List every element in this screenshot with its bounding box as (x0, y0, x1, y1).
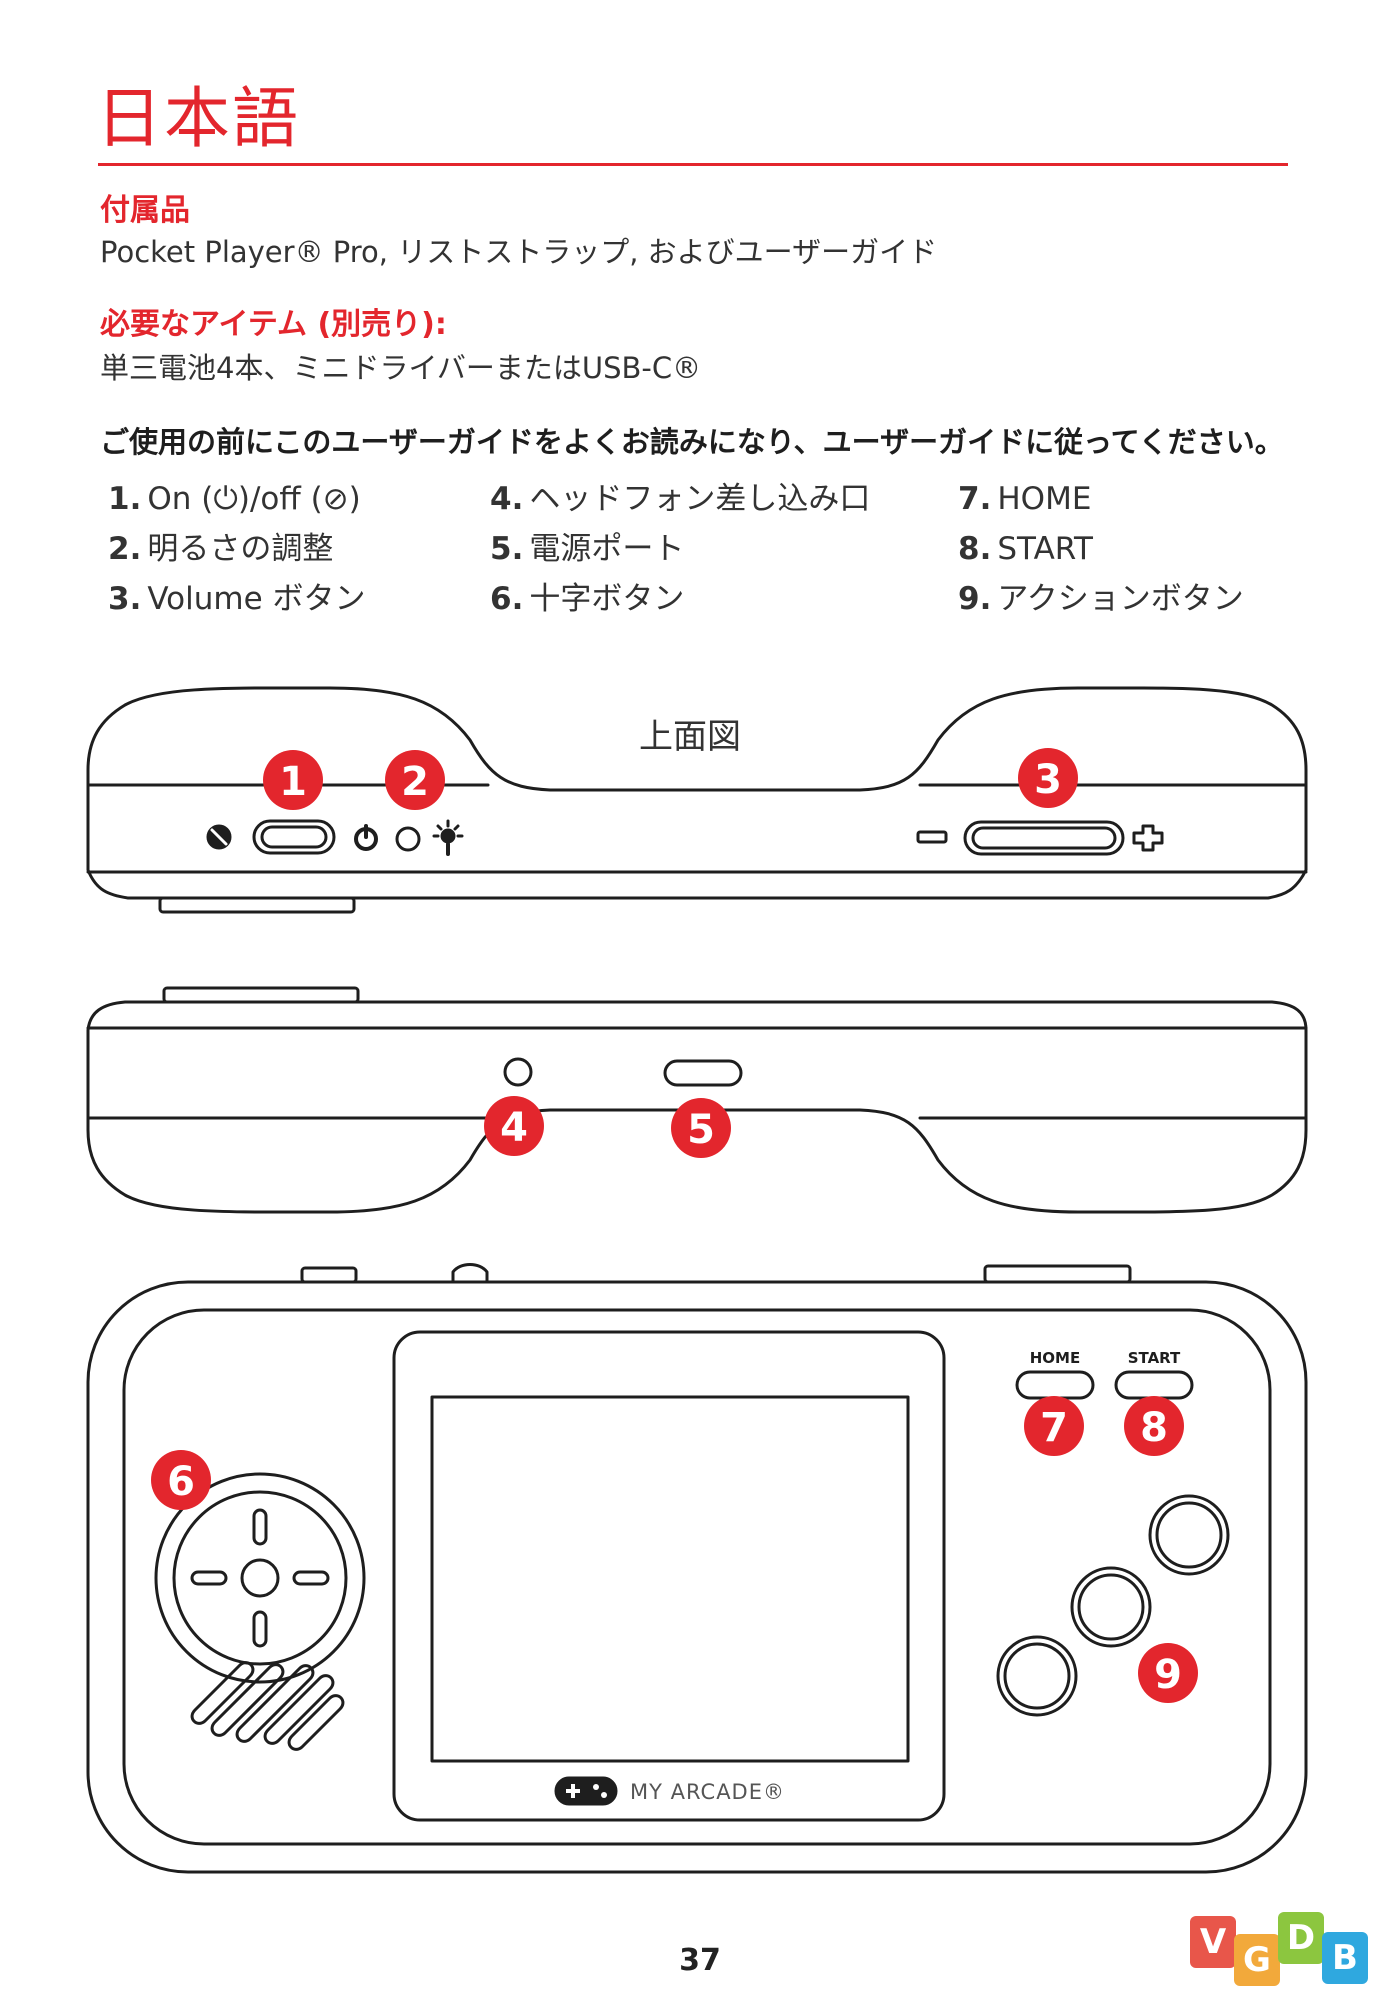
bottom-view-outline (86, 986, 1308, 1214)
volume-minus-icon (916, 830, 948, 844)
callout-3: 3 (1018, 748, 1078, 808)
brand-logo-text: MY ARCADE® (630, 1780, 785, 1804)
dpad (154, 1472, 366, 1684)
svg-text:2: 2 (401, 759, 429, 805)
top-view-label: 上面図 (639, 717, 741, 757)
volume-rocker (963, 820, 1125, 856)
logo-tile-d: D (1278, 1912, 1324, 1964)
svg-text:4: 4 (500, 1105, 528, 1151)
svg-text:6: 6 (167, 1459, 195, 1505)
page-number: 37 (679, 1943, 721, 1978)
usb-c-port (663, 1059, 743, 1087)
start-button (1114, 1370, 1194, 1400)
callout-5: 5 (671, 1098, 731, 1158)
power-switch (252, 819, 336, 855)
part-item-3: 3.Volume ボタン (108, 581, 366, 617)
part-item-1: 1.On (⏻)/off (⊘) (108, 481, 361, 517)
callout-1: 1 (263, 750, 323, 810)
vgdb-watermark-logo: V G D B (1190, 1910, 1390, 1990)
required-heading: 必要なアイテム (別売り): (100, 307, 447, 342)
home-button (1015, 1370, 1095, 1400)
callout-9: 9 (1138, 1643, 1198, 1703)
part-item-6: 6.十字ボタン (490, 581, 685, 617)
part-item-5: 5.電源ポート (490, 531, 685, 567)
power-icon (354, 824, 378, 851)
callout-2: 2 (385, 750, 445, 810)
svg-text:8: 8 (1140, 1405, 1168, 1451)
page-title: 日本語 (96, 80, 300, 157)
svg-text:7: 7 (1040, 1405, 1068, 1451)
logo-tile-g: G (1234, 1934, 1280, 1986)
part-item-8: 8.START (958, 531, 1093, 567)
title-divider (98, 163, 1288, 166)
start-button-label: START (1128, 1349, 1181, 1367)
volume-plus-icon (1132, 824, 1164, 852)
part-item-4: 4.ヘッドフォン差し込み口 (490, 481, 871, 517)
brightness-button (395, 826, 421, 852)
svg-text:1: 1 (279, 759, 307, 805)
svg-text:3: 3 (1034, 757, 1062, 803)
brightness-icon (432, 819, 464, 856)
svg-text:5: 5 (687, 1107, 715, 1153)
logo-tile-v: V (1190, 1916, 1236, 1968)
parts-list: 1.On (⏻)/off (⊘) 2.明るさの調整 3.Volume ボタン 4… (108, 484, 1308, 634)
gamepad-icon (554, 1776, 618, 1806)
callout-8: 8 (1124, 1396, 1184, 1456)
usage-warning: ご使用の前にこのユーザーガイドをよくお読みになり、ユーザーガイドに従ってください… (100, 425, 1284, 459)
callout-6: 6 (151, 1450, 211, 1510)
part-item-9: 9.アクションボタン (958, 581, 1244, 617)
callout-4: 4 (484, 1096, 544, 1156)
included-heading: 付属品 (100, 193, 190, 228)
logo-tile-b: B (1322, 1932, 1368, 1984)
callout-7: 7 (1024, 1396, 1084, 1456)
svg-text:9: 9 (1154, 1652, 1182, 1698)
action-buttons (996, 1494, 1230, 1717)
front-view-outline (86, 1263, 1308, 1874)
speaker-grille (190, 1661, 345, 1751)
part-item-7: 7.HOME (958, 481, 1092, 517)
headphone-jack (503, 1057, 533, 1087)
part-item-2: 2.明るさの調整 (108, 531, 334, 567)
required-text: 単三電池4本、ミニドライバーまたはUSB-C® (100, 351, 702, 385)
home-button-label: HOME (1030, 1349, 1080, 1367)
included-text: Pocket Player® Pro, リストストラップ, およびユーザーガイド (100, 235, 938, 269)
off-icon (206, 824, 232, 850)
device-diagram: 上面図 HOME START MY ARCADE® 1 2 3 4 5 6 7 … (86, 686, 1308, 1874)
screen-bezel (392, 1330, 946, 1822)
